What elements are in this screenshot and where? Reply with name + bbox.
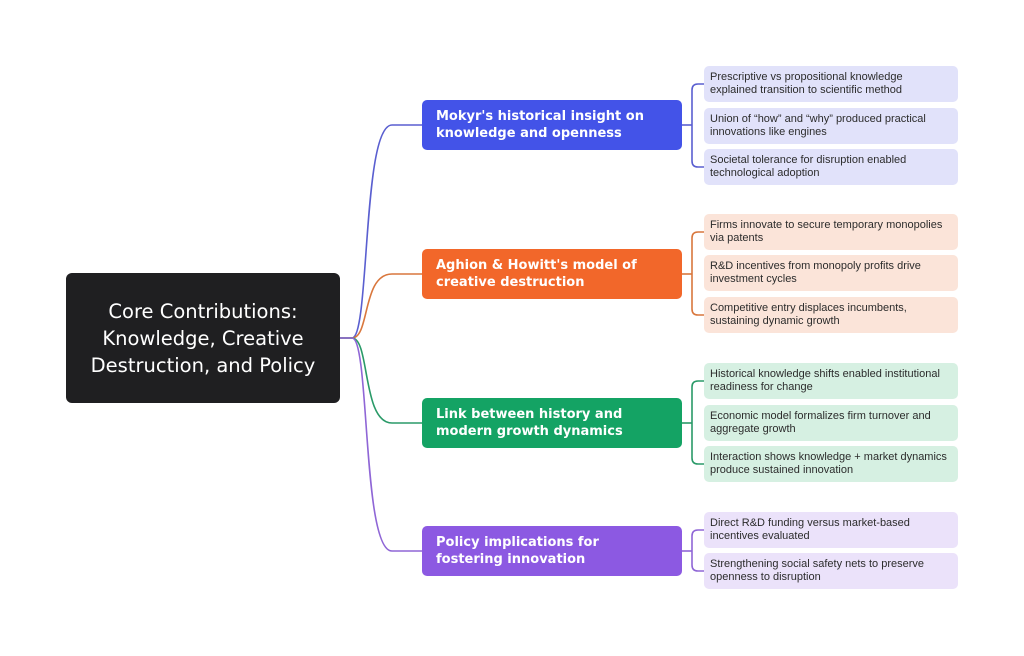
leaf-label: Competitive entry displaces incumbents, … bbox=[710, 302, 907, 327]
branch-label: Mokyr's historical insight on knowledge … bbox=[436, 109, 644, 141]
leaf-node[interactable]: Prescriptive vs propositional knowledge … bbox=[704, 66, 958, 102]
root-branch-connector bbox=[340, 273, 422, 339]
leaf-label: Prescriptive vs propositional knowledge … bbox=[710, 71, 903, 96]
leaf-label: R&D incentives from monopoly profits dri… bbox=[710, 260, 921, 285]
leaf-label: Strengthening social safety nets to pres… bbox=[710, 558, 925, 583]
leaf-node[interactable]: Economic model formalizes firm turnover … bbox=[704, 405, 958, 441]
leaf-node[interactable]: Strengthening social safety nets to pres… bbox=[704, 553, 958, 589]
leaf-node[interactable]: R&D incentives from monopoly profits dri… bbox=[704, 255, 958, 291]
leaf-label: Direct R&D funding versus market-based i… bbox=[710, 517, 910, 542]
leaf-bracket-connector bbox=[691, 231, 704, 316]
leaf-node[interactable]: Interaction shows knowledge + market dyn… bbox=[704, 446, 958, 482]
root-branch-connector bbox=[340, 337, 422, 552]
root-branch-connector bbox=[340, 337, 422, 424]
branch-node[interactable]: Policy implications for fostering innova… bbox=[422, 526, 682, 576]
leaf-bracket-connector bbox=[691, 529, 704, 572]
leaf-label: Interaction shows knowledge + market dyn… bbox=[710, 451, 947, 476]
leaf-node[interactable]: Firms innovate to secure temporary monop… bbox=[704, 214, 958, 250]
branch-label: Policy implications for fostering innova… bbox=[436, 535, 599, 567]
leaf-node[interactable]: Historical knowledge shifts enabled inst… bbox=[704, 363, 958, 399]
branch-label: Link between history and modern growth d… bbox=[436, 407, 623, 439]
leaf-node[interactable]: Union of “how” and “why” produced practi… bbox=[704, 108, 958, 144]
leaf-node[interactable]: Direct R&D funding versus market-based i… bbox=[704, 512, 958, 548]
leaf-node[interactable]: Societal tolerance for disruption enable… bbox=[704, 149, 958, 185]
branch-label: Aghion & Howitt's model of creative dest… bbox=[436, 258, 637, 290]
leaf-label: Union of “how” and “why” produced practi… bbox=[710, 113, 926, 138]
root-title: Core Contributions: Knowledge, Creative … bbox=[90, 299, 316, 377]
leaf-bracket-connector bbox=[691, 380, 704, 465]
leaf-bracket-connector bbox=[691, 83, 704, 168]
branch-node[interactable]: Link between history and modern growth d… bbox=[422, 398, 682, 448]
branch-node[interactable]: Mokyr's historical insight on knowledge … bbox=[422, 100, 682, 150]
leaf-node[interactable]: Competitive entry displaces incumbents, … bbox=[704, 297, 958, 333]
root-branch-connector bbox=[340, 124, 422, 339]
leaf-label: Historical knowledge shifts enabled inst… bbox=[710, 368, 940, 393]
leaf-label: Firms innovate to secure temporary monop… bbox=[710, 219, 943, 244]
branch-node[interactable]: Aghion & Howitt's model of creative dest… bbox=[422, 249, 682, 299]
root-node[interactable]: Core Contributions: Knowledge, Creative … bbox=[66, 273, 340, 403]
leaf-label: Societal tolerance for disruption enable… bbox=[710, 154, 907, 179]
leaf-label: Economic model formalizes firm turnover … bbox=[710, 410, 931, 435]
